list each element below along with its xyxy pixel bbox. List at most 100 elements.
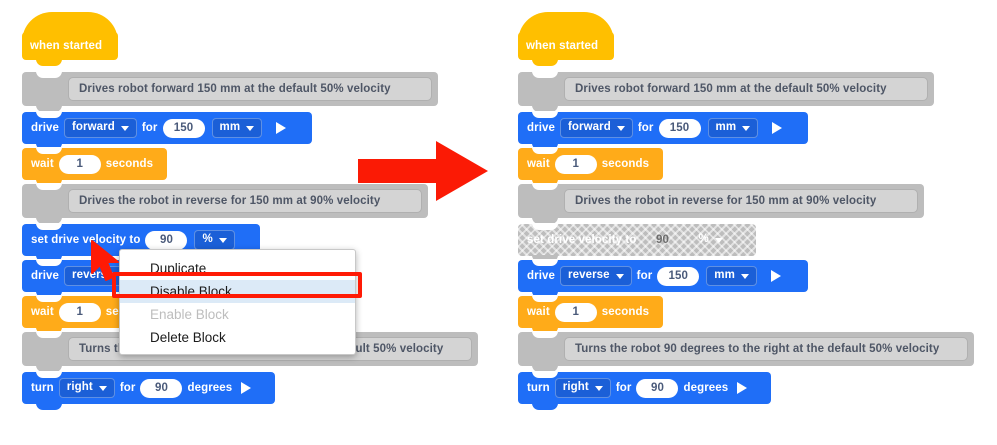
block-drive-reverse[interactable]: drive reverse for 150 mm xyxy=(518,259,808,298)
block-comment[interactable]: Drives the robot in reverse for 150 mm a… xyxy=(518,183,924,224)
chevron-down-icon xyxy=(120,125,129,131)
block-top-notch xyxy=(36,111,62,118)
seconds-input[interactable]: 1 xyxy=(554,302,597,322)
unit-dropdown[interactable]: mm xyxy=(707,118,759,138)
unit-dropdown[interactable]: % xyxy=(690,230,730,250)
direction-dropdown[interactable]: right xyxy=(554,378,611,398)
unit-dropdown[interactable]: % xyxy=(194,230,235,250)
block-mid-label: for xyxy=(636,270,653,282)
block-top-notch xyxy=(36,147,62,154)
block-when-started[interactable]: when started xyxy=(518,12,614,66)
dropdown-value: right xyxy=(66,381,93,394)
comment-text: Drives the robot in reverse for 150 mm a… xyxy=(564,189,918,213)
chevron-down-icon xyxy=(714,237,723,243)
velocity-input[interactable]: 90 xyxy=(655,234,669,246)
block-unit-label: degrees xyxy=(683,382,729,394)
panel-before: when started Drives robot forward 150 mm… xyxy=(0,0,478,445)
block-top-notch xyxy=(532,331,558,338)
play-icon[interactable] xyxy=(737,382,748,394)
menu-item-disable-block[interactable]: Disable Block xyxy=(120,280,355,303)
dropdown-value: mm xyxy=(715,121,737,134)
distance-input[interactable]: 150 xyxy=(658,118,701,138)
dropdown-value: forward xyxy=(568,121,611,134)
dropdown-value: % xyxy=(202,233,213,246)
dropdown-value: mm xyxy=(714,269,735,282)
block-bottom-bump xyxy=(532,403,558,410)
block-suffix-label: seconds xyxy=(601,306,650,318)
play-icon[interactable] xyxy=(276,122,287,134)
block-top-notch xyxy=(36,295,62,302)
direction-dropdown[interactable]: forward xyxy=(560,118,633,138)
block-label: turn xyxy=(527,382,550,394)
block-wait[interactable]: wait 1 seconds xyxy=(518,295,663,334)
block-drive-forward[interactable]: drive forward for 150 mm xyxy=(22,111,312,150)
dropdown-value: % xyxy=(698,233,709,246)
menu-item-enable-block: Enable Block xyxy=(150,307,229,322)
distance-input[interactable]: 150 xyxy=(657,266,700,286)
block-top-notch xyxy=(532,295,558,302)
block-top-notch xyxy=(36,331,62,338)
hat-dome xyxy=(22,12,118,42)
block-label: turn xyxy=(31,382,54,394)
panel-after: when started Drives robot forward 150 mm… xyxy=(500,0,997,445)
block-wait[interactable]: wait 1 seconds xyxy=(518,147,663,186)
block-when-started[interactable]: when started xyxy=(22,12,118,66)
velocity-input[interactable]: 90 xyxy=(145,230,188,250)
block-label: when started xyxy=(30,40,103,52)
direction-dropdown[interactable]: reverse xyxy=(560,266,632,286)
play-icon[interactable] xyxy=(772,122,783,134)
comment-text: Drives robot forward 150 mm at the defau… xyxy=(564,77,928,101)
menu-item-duplicate[interactable]: Duplicate xyxy=(150,261,207,276)
block-turn-right[interactable]: turn right for 90 degrees xyxy=(518,371,771,410)
direction-dropdown[interactable]: forward xyxy=(64,118,137,138)
degrees-input[interactable]: 90 xyxy=(140,378,183,398)
direction-dropdown[interactable]: right xyxy=(58,378,115,398)
block-comment[interactable]: Drives robot forward 150 mm at the defau… xyxy=(22,71,438,112)
block-bottom-bump xyxy=(36,59,62,66)
block-top-notch xyxy=(36,71,62,78)
comment-text: Drives the robot in reverse for 150 mm a… xyxy=(68,189,422,213)
block-top-notch xyxy=(532,371,558,378)
mouse-pointer-icon xyxy=(91,240,119,281)
seconds-input[interactable]: 1 xyxy=(554,154,597,174)
chevron-down-icon xyxy=(616,125,625,131)
block-bottom-bump xyxy=(36,105,62,112)
block-label: drive xyxy=(527,270,555,282)
block-turn-right[interactable]: turn right for 90 degrees xyxy=(22,371,275,410)
dropdown-value: forward xyxy=(72,121,115,134)
block-mid-label: for xyxy=(119,382,136,394)
unit-dropdown[interactable]: mm xyxy=(706,266,757,286)
context-menu[interactable]: Duplicate Disable Block Enable Block Del… xyxy=(119,249,356,355)
block-top-notch xyxy=(532,71,558,78)
block-bottom-bump xyxy=(36,217,62,224)
chevron-down-icon xyxy=(218,237,227,243)
block-wait[interactable]: wait 1 seconds xyxy=(22,147,167,186)
play-icon[interactable] xyxy=(241,382,252,394)
block-top-notch xyxy=(36,223,62,230)
block-label: drive xyxy=(527,122,555,134)
seconds-input[interactable]: 1 xyxy=(58,302,101,322)
distance-input[interactable]: 150 xyxy=(162,118,205,138)
degrees-input[interactable]: 90 xyxy=(636,378,679,398)
block-set-drive-velocity-disabled[interactable]: set drive velocity to 90 % xyxy=(518,223,756,262)
menu-item-delete-block[interactable]: Delete Block xyxy=(150,330,226,345)
block-comment[interactable]: Turns the robot 90 degrees to the right … xyxy=(518,331,974,372)
seconds-input[interactable]: 1 xyxy=(58,154,101,174)
block-unit-label: degrees xyxy=(187,382,233,394)
block-comment[interactable]: Drives robot forward 150 mm at the defau… xyxy=(518,71,934,112)
block-bottom-bump xyxy=(532,105,558,112)
block-top-notch xyxy=(36,183,62,190)
chevron-down-icon xyxy=(246,125,255,131)
block-top-notch xyxy=(532,223,558,230)
block-label: set drive velocity to xyxy=(527,234,637,246)
chevron-down-icon xyxy=(615,273,624,279)
unit-dropdown[interactable]: mm xyxy=(211,118,263,138)
hat-dome xyxy=(518,12,614,42)
chevron-down-icon xyxy=(740,273,749,279)
transition-arrow-icon xyxy=(358,141,488,201)
play-icon[interactable] xyxy=(770,270,781,282)
block-label: drive xyxy=(31,122,59,134)
block-suffix-label: seconds xyxy=(601,158,650,170)
block-drive-forward[interactable]: drive forward for 150 mm xyxy=(518,111,808,150)
block-mid-label: for xyxy=(141,122,158,134)
